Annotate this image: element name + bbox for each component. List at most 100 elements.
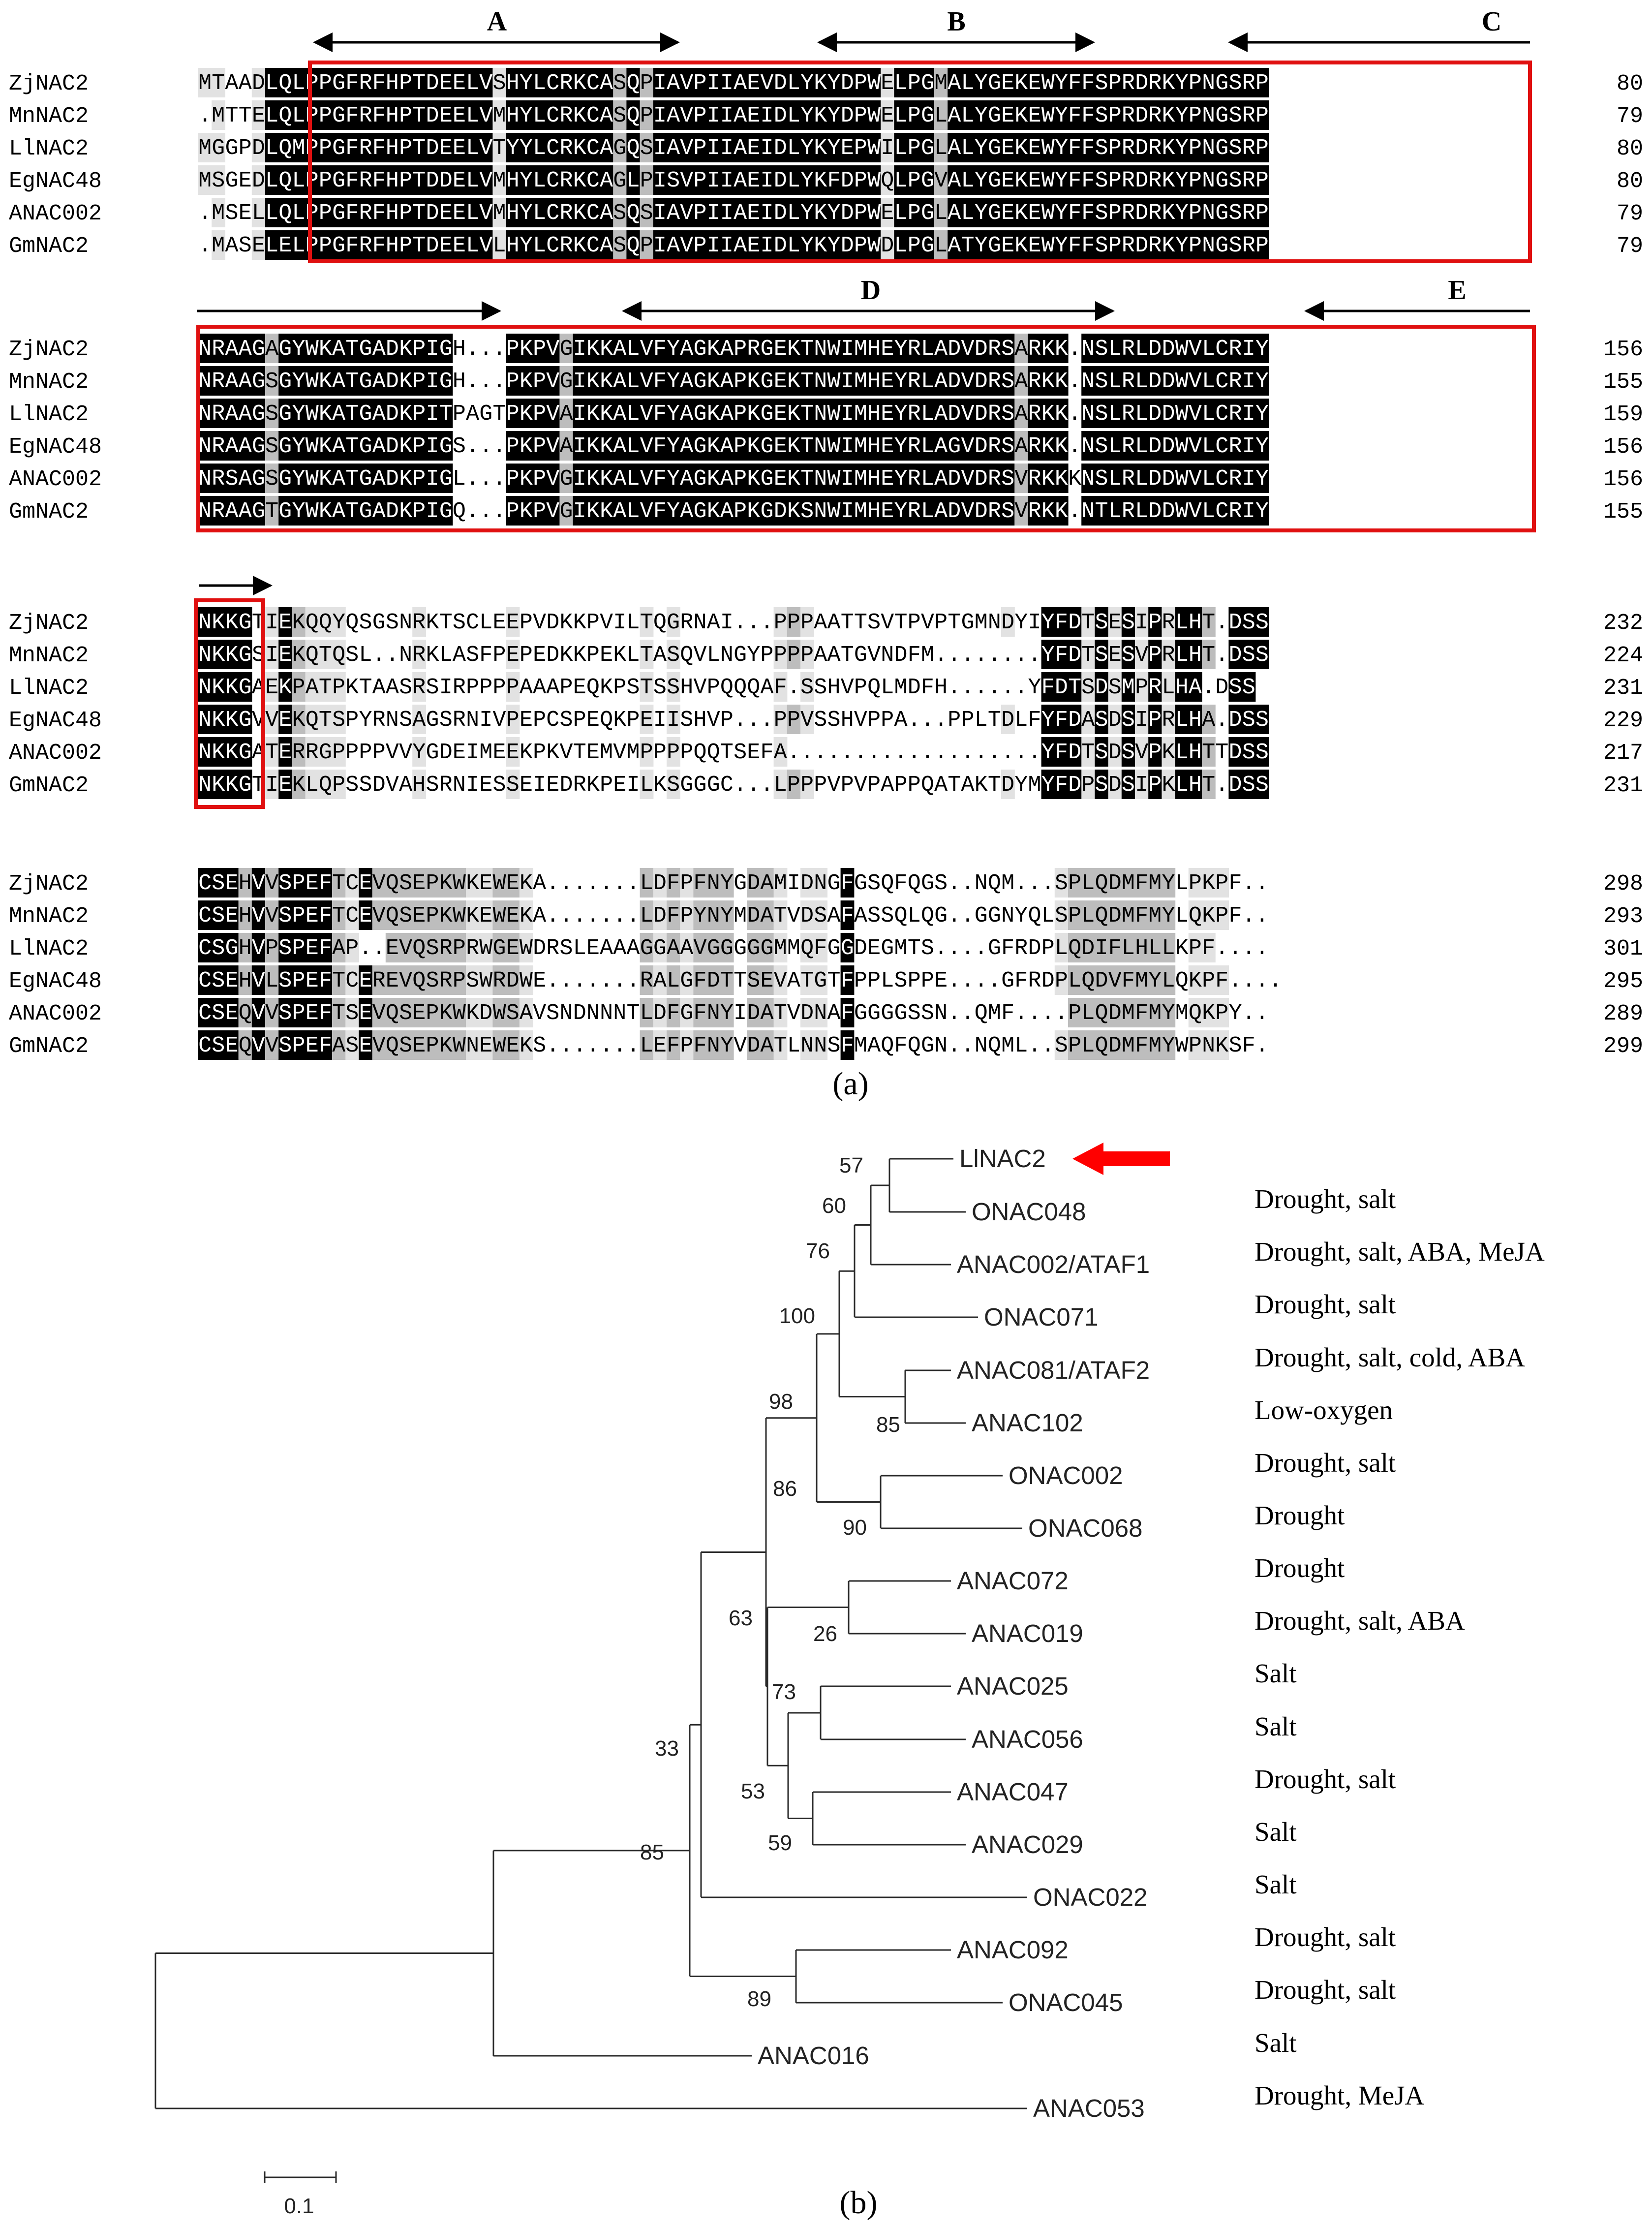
- svg-text:E: E: [747, 201, 760, 226]
- svg-text:P: P: [332, 773, 345, 798]
- residue: A: [238, 496, 252, 526]
- residue: W: [1175, 399, 1189, 428]
- residue: D: [1054, 672, 1069, 702]
- tree-labels: 576076851009098268663735953338985LlNAC2O…: [640, 1143, 1545, 2122]
- residue: N: [198, 334, 212, 363]
- sequence-name: MnNAC2: [9, 643, 89, 668]
- svg-text:V: V: [613, 740, 626, 765]
- sequence-name: LlNAC2: [9, 936, 89, 961]
- svg-text:.: .: [626, 871, 640, 896]
- residue: P: [1108, 198, 1122, 227]
- svg-text:I: I: [841, 499, 854, 524]
- residue: L: [894, 165, 908, 195]
- sequence-name: MnNAC2: [9, 370, 89, 395]
- residue: E: [747, 100, 761, 130]
- svg-text:A: A: [613, 402, 626, 427]
- residue: V: [1188, 334, 1202, 363]
- residue: S: [212, 868, 225, 898]
- svg-text:V: V: [1014, 466, 1028, 492]
- residue: E: [881, 334, 894, 363]
- svg-text:G: G: [278, 369, 292, 394]
- residue: Y: [800, 165, 814, 195]
- svg-text:N: N: [881, 643, 894, 668]
- svg-text:S: S: [453, 610, 466, 635]
- residue: C: [546, 68, 560, 97]
- svg-text:E: E: [506, 903, 520, 929]
- residue: L: [1108, 496, 1122, 526]
- residue: P: [854, 675, 867, 700]
- svg-text:L: L: [1175, 871, 1189, 896]
- svg-text:L: L: [265, 71, 278, 96]
- residue: D: [385, 431, 399, 461]
- sequence-name: EgNAC48: [9, 434, 102, 460]
- residue: M: [1121, 998, 1135, 1027]
- residue: P: [640, 100, 654, 130]
- residue: A: [600, 198, 613, 227]
- svg-text:.: .: [760, 610, 773, 635]
- svg-text:H: H: [934, 675, 948, 700]
- residue: P: [492, 675, 506, 700]
- svg-text:.: .: [854, 740, 867, 765]
- residue: S: [466, 965, 480, 995]
- svg-text:P: P: [800, 610, 814, 635]
- residue: S: [1121, 770, 1135, 799]
- residue: M: [492, 198, 507, 227]
- residue: F: [1228, 903, 1242, 929]
- svg-text:L: L: [1175, 610, 1189, 635]
- svg-text:E: E: [306, 871, 319, 896]
- residue: I: [734, 1001, 747, 1026]
- svg-text:L: L: [479, 610, 492, 635]
- residue: S: [265, 399, 279, 428]
- residue: P: [867, 968, 881, 993]
- residue: M: [212, 230, 225, 260]
- svg-text:.: .: [492, 337, 506, 362]
- svg-text:A: A: [225, 369, 238, 394]
- svg-text:I: I: [707, 201, 720, 226]
- svg-text:A: A: [332, 499, 345, 524]
- residue: .: [1242, 871, 1255, 896]
- residue: P: [1255, 165, 1269, 195]
- svg-text:G: G: [921, 71, 934, 96]
- svg-text:G: G: [988, 71, 1001, 96]
- residue: M: [1148, 998, 1162, 1027]
- residue: S: [345, 998, 359, 1027]
- residue: D: [1001, 770, 1015, 799]
- residue: R: [1242, 68, 1256, 97]
- svg-text:F: F: [345, 168, 359, 193]
- svg-text:S: S: [1095, 168, 1108, 193]
- residue: A: [1014, 399, 1028, 428]
- residue: Y: [800, 68, 814, 97]
- svg-text:S: S: [667, 168, 680, 193]
- residue: E: [492, 740, 506, 765]
- svg-text:I: I: [720, 201, 734, 226]
- svg-text:P: P: [787, 773, 800, 798]
- residue: S: [1095, 607, 1109, 637]
- residue: P: [1188, 133, 1202, 162]
- residue: C: [546, 133, 560, 162]
- residue: T: [318, 672, 333, 702]
- svg-text:D: D: [881, 233, 894, 258]
- svg-text:K: K: [1041, 402, 1055, 427]
- residue: T: [948, 773, 961, 798]
- residue: G: [1215, 198, 1229, 227]
- residue: M: [212, 198, 225, 227]
- residue: S: [1121, 640, 1135, 669]
- svg-text:P: P: [319, 233, 332, 258]
- svg-text:E: E: [774, 402, 787, 427]
- svg-text:E: E: [747, 103, 760, 128]
- svg-text:S: S: [492, 71, 506, 96]
- residue: P: [399, 100, 413, 130]
- svg-text:F: F: [1228, 871, 1242, 896]
- residue: Y: [292, 366, 306, 396]
- svg-text:M: M: [292, 136, 305, 161]
- residue: L: [1135, 496, 1149, 526]
- svg-text:E: E: [586, 740, 600, 765]
- svg-text:I: I: [265, 773, 278, 798]
- residue: N: [198, 737, 212, 767]
- residue: K: [600, 675, 613, 700]
- svg-text:H: H: [867, 434, 881, 459]
- residue: F: [1068, 68, 1082, 97]
- residue: A: [720, 334, 734, 363]
- svg-text:D: D: [1162, 337, 1175, 362]
- svg-text:D: D: [948, 369, 961, 394]
